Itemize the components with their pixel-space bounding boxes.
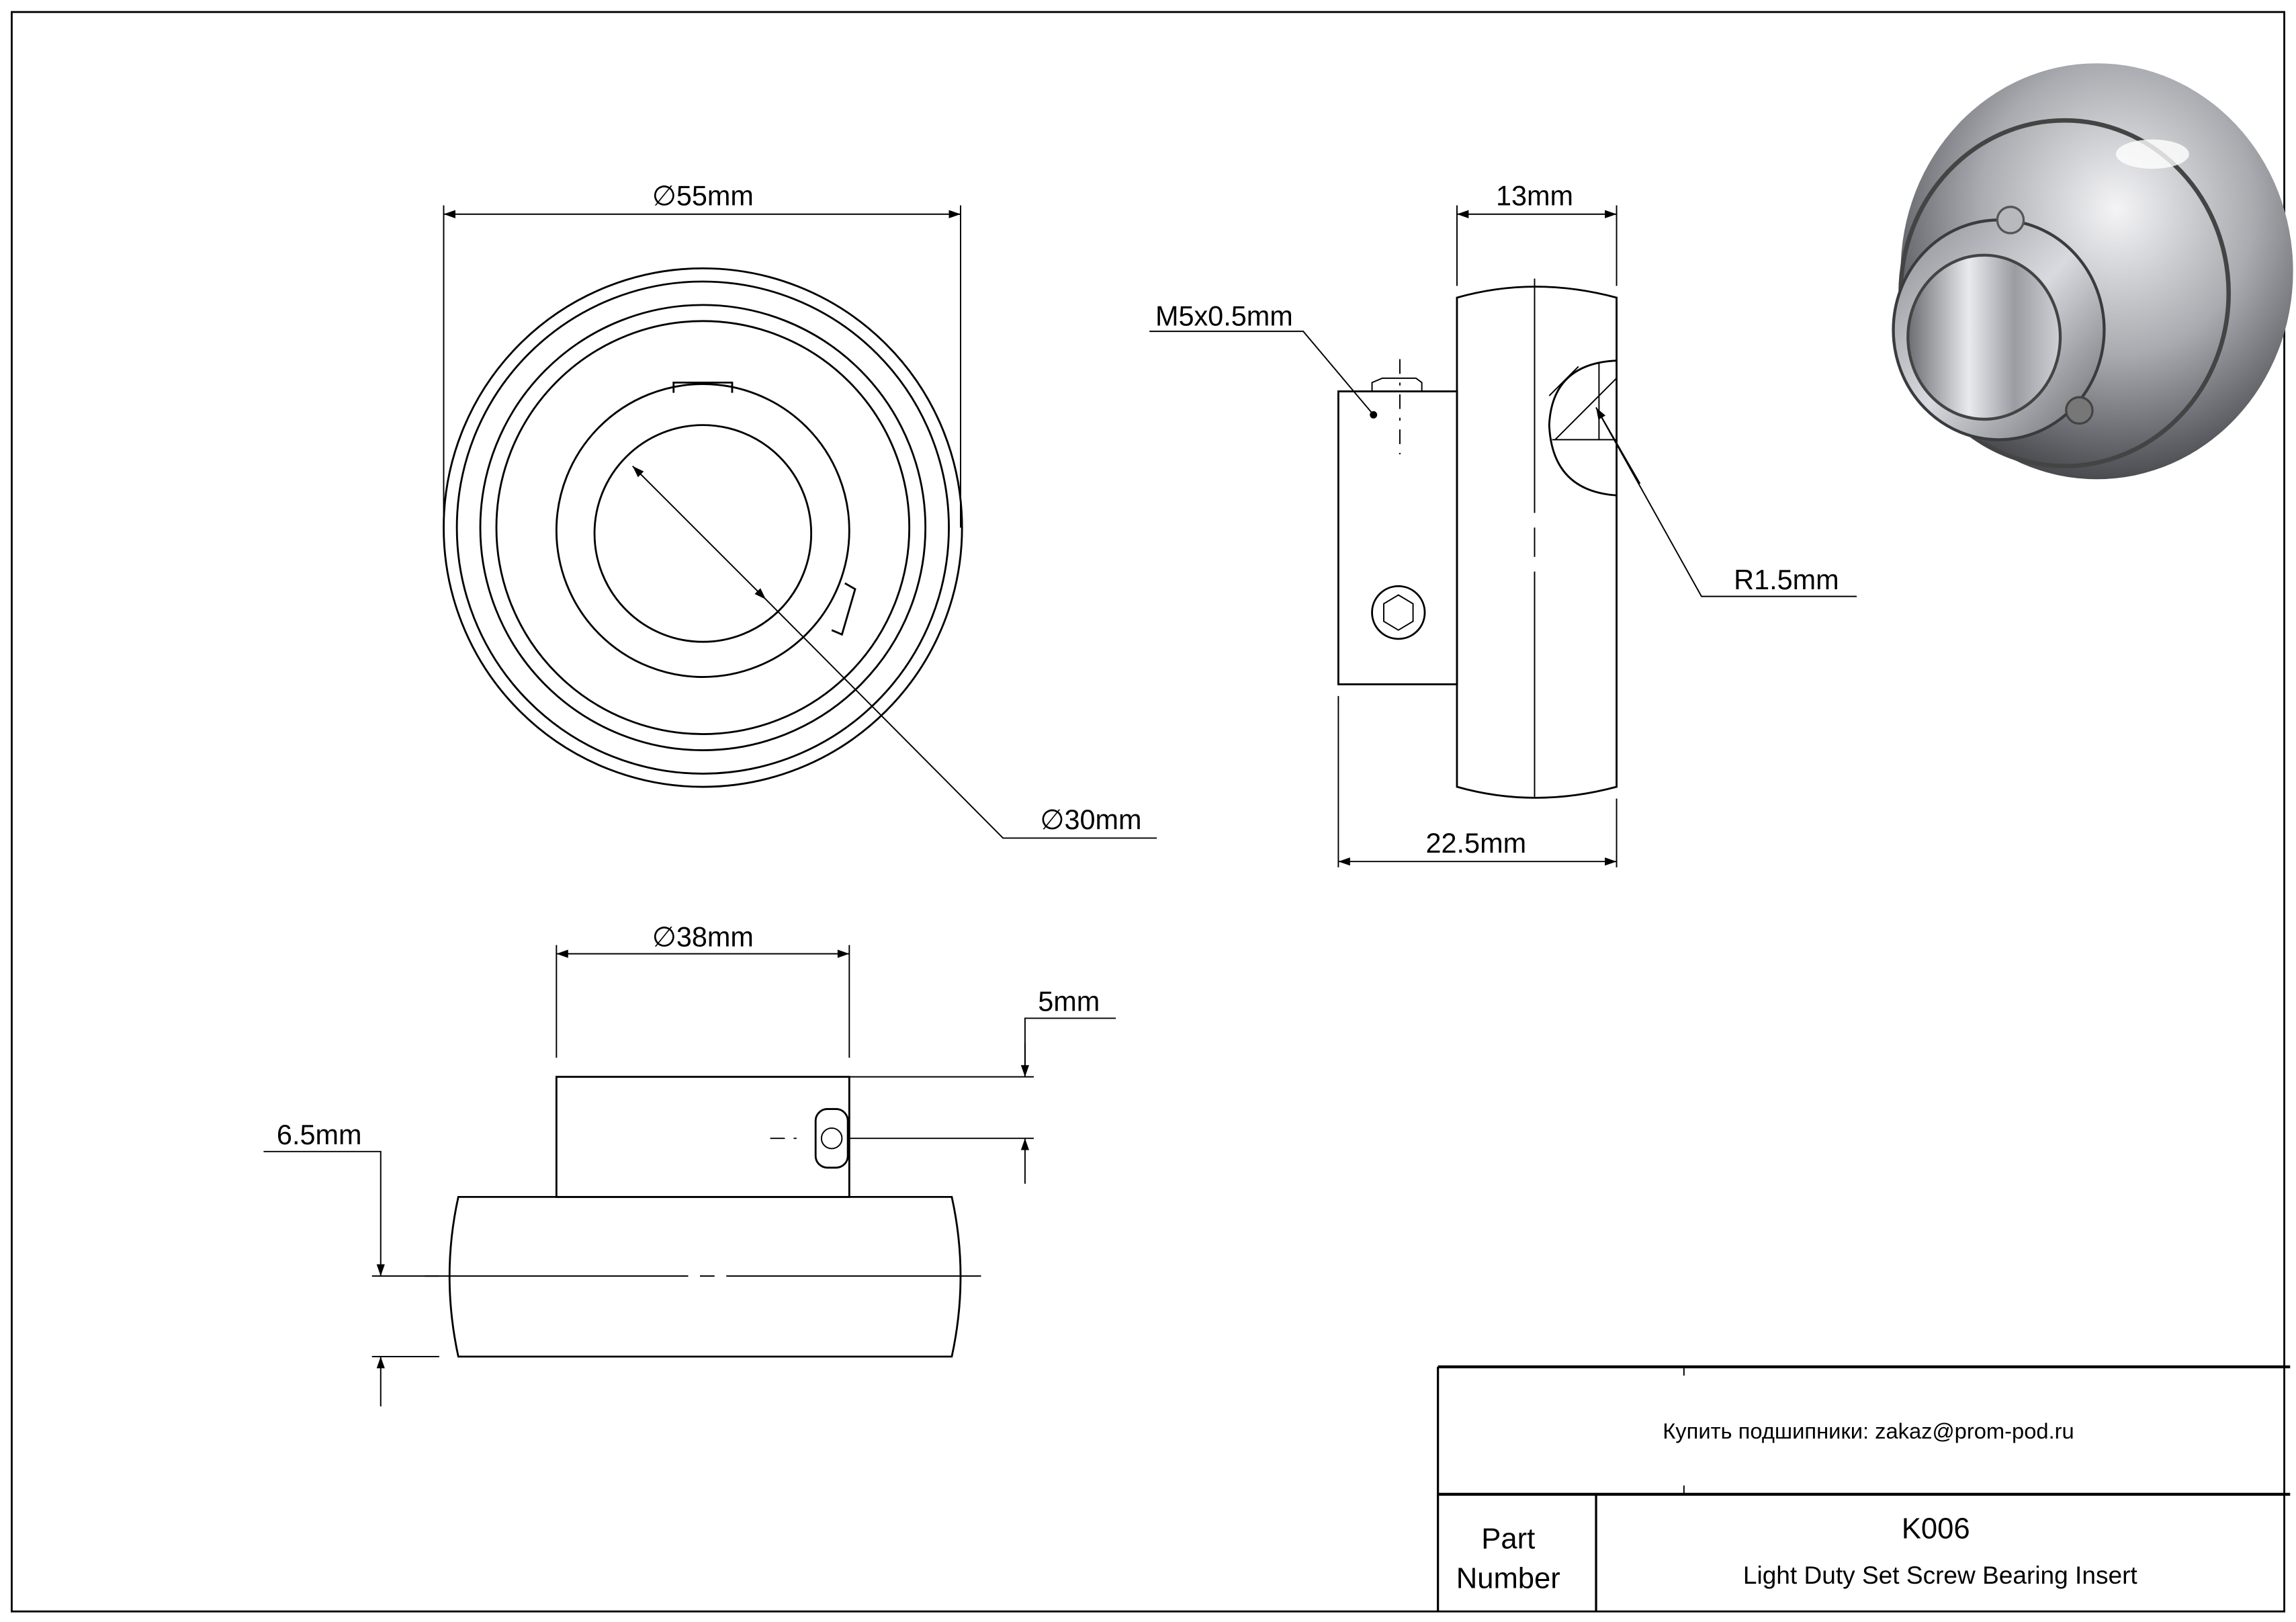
dim-ring-width: 13mm bbox=[1496, 181, 1573, 212]
dim-bore-diameter: ∅30mm bbox=[1040, 804, 1141, 835]
title-block: Купить подшипники: zakaz@prom-pod.ru Par… bbox=[1436, 1365, 2291, 1612]
part-description: Light Duty Set Screw Bearing Insert bbox=[1743, 1561, 2138, 1589]
part-label-line1: Part bbox=[1481, 1523, 1535, 1555]
side-view: 13mm 22.5mm M5x0.5mm R1.5mm bbox=[1149, 181, 1857, 867]
part-label-line2: Number bbox=[1456, 1562, 1560, 1594]
front-view: ∅55mm ∅30mm bbox=[443, 181, 1157, 839]
contact-text: Купить подшипники: zakaz@prom-pod.ru bbox=[1663, 1418, 2074, 1443]
dim-outer-diameter: ∅55mm bbox=[652, 181, 754, 212]
bottom-view: ∅38mm 5mm 6.5mm bbox=[263, 922, 1116, 1407]
dim-ring-offset: 6.5mm bbox=[277, 1119, 362, 1150]
part-number: K006 bbox=[1902, 1512, 1970, 1545]
dim-overall-width: 22.5mm bbox=[1425, 828, 1526, 859]
dim-collar-diameter: ∅38mm bbox=[652, 922, 754, 953]
dim-set-screw: M5x0.5mm bbox=[1155, 300, 1293, 331]
dim-fillet-radius: R1.5mm bbox=[1734, 564, 1839, 595]
dim-screw-offset: 5mm bbox=[1038, 986, 1100, 1017]
bearing-3d-render bbox=[1892, 63, 2293, 480]
drawing-border bbox=[11, 11, 2285, 1613]
